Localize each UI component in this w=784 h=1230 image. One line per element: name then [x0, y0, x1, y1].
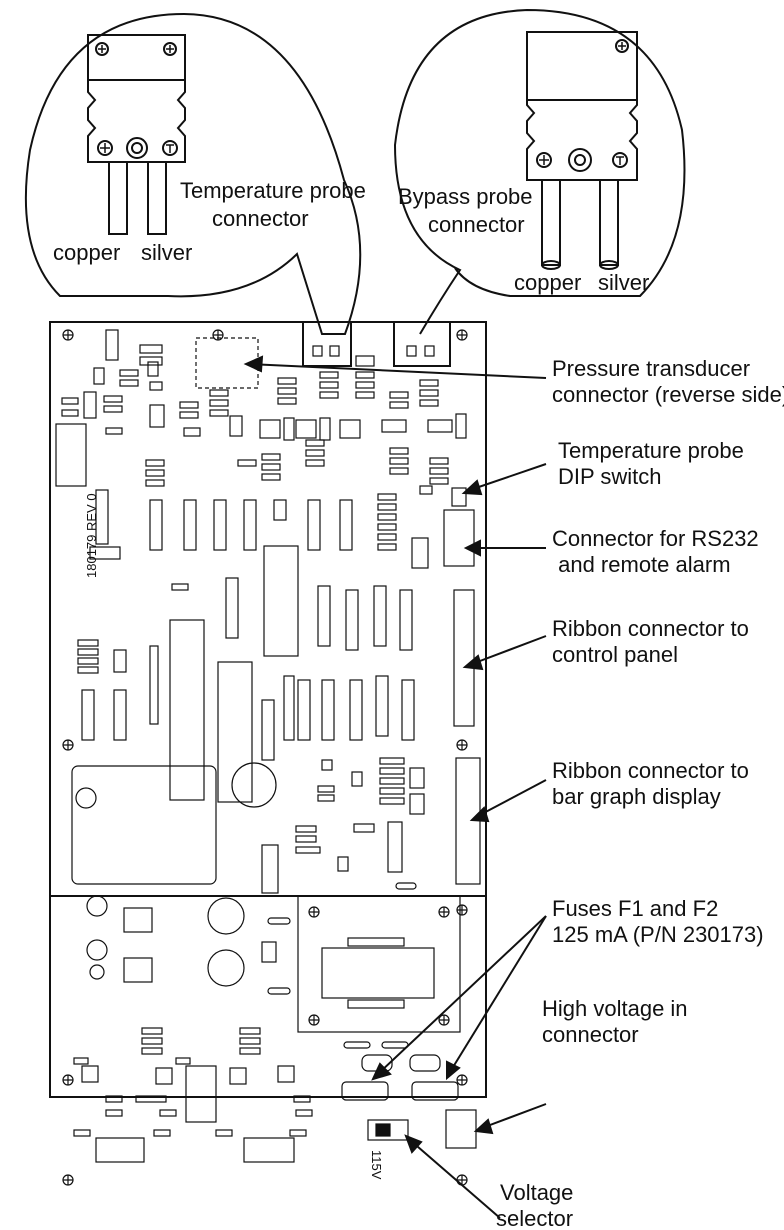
label-line1: Temperature probe — [558, 438, 744, 463]
bypass-probe-title-line1: Bypass probe — [398, 184, 533, 209]
pressure-transducer-label: Pressure transducer connector (reverse s… — [552, 356, 784, 407]
bypass-probe-connector-drawing — [526, 31, 638, 270]
label-line1: Ribbon connector to — [552, 616, 749, 641]
fuses-label: Fuses F1 and F2 125 mA (P/N 230173) — [552, 896, 764, 947]
label-line2: bar graph display — [552, 784, 721, 809]
rs232-connector-label: Connector for RS232 and remote alarm — [552, 526, 759, 577]
label-line1: Ribbon connector to — [552, 758, 749, 783]
label-line1: High voltage in — [542, 996, 688, 1021]
temperature-probe-wire-silver: silver — [141, 240, 192, 265]
bar-graph-ribbon-label: Ribbon connector to bar graph display — [552, 758, 749, 809]
label-line1: Pressure transducer — [552, 356, 750, 381]
component-field — [55, 329, 481, 1163]
label-line1: Voltage — [500, 1180, 573, 1205]
bypass-probe-title-line2: connector — [428, 212, 525, 237]
bypass-probe-wire-silver: silver — [598, 270, 649, 295]
high-voltage-connector-label: High voltage in connector — [542, 996, 688, 1047]
temperature-probe-connector-drawing — [87, 34, 186, 235]
label-line2: and remote alarm — [552, 552, 731, 577]
mounting-holes — [62, 329, 468, 1086]
label-line1: Connector for RS232 — [552, 526, 759, 551]
bottom-mounting-holes — [62, 1174, 468, 1186]
leader-lines — [243, 355, 547, 1219]
control-panel-ribbon-label: Ribbon connector to control panel — [552, 616, 749, 667]
label-line2: connector — [542, 1022, 639, 1047]
label-line2: 125 mA (P/N 230173) — [552, 922, 764, 947]
voltage-selector-label: Voltage selector — [496, 1180, 573, 1230]
board-part-number: 180179 REV 0 — [84, 493, 99, 578]
label-line2: selector — [496, 1206, 573, 1230]
dip-switch-label: Temperature probe DIP switch — [558, 438, 744, 489]
label-line2: DIP switch — [558, 464, 662, 489]
temperature-probe-wire-copper: copper — [53, 240, 120, 265]
bypass-probe-callout — [380, 8, 686, 335]
label-line2: control panel — [552, 642, 678, 667]
temperature-probe-title-line1: Temperature probe — [180, 178, 366, 203]
voltage-setting-mark: 115V — [369, 1150, 384, 1180]
board-outline — [49, 321, 487, 1098]
label-line1: Fuses F1 and F2 — [552, 896, 718, 921]
circuit-board — [49, 321, 487, 897]
bypass-probe-wire-copper: copper — [514, 270, 581, 295]
temperature-probe-title-line2: connector — [212, 206, 309, 231]
label-line2: connector (reverse side) — [552, 382, 784, 407]
temperature-probe-callout — [24, 12, 362, 335]
